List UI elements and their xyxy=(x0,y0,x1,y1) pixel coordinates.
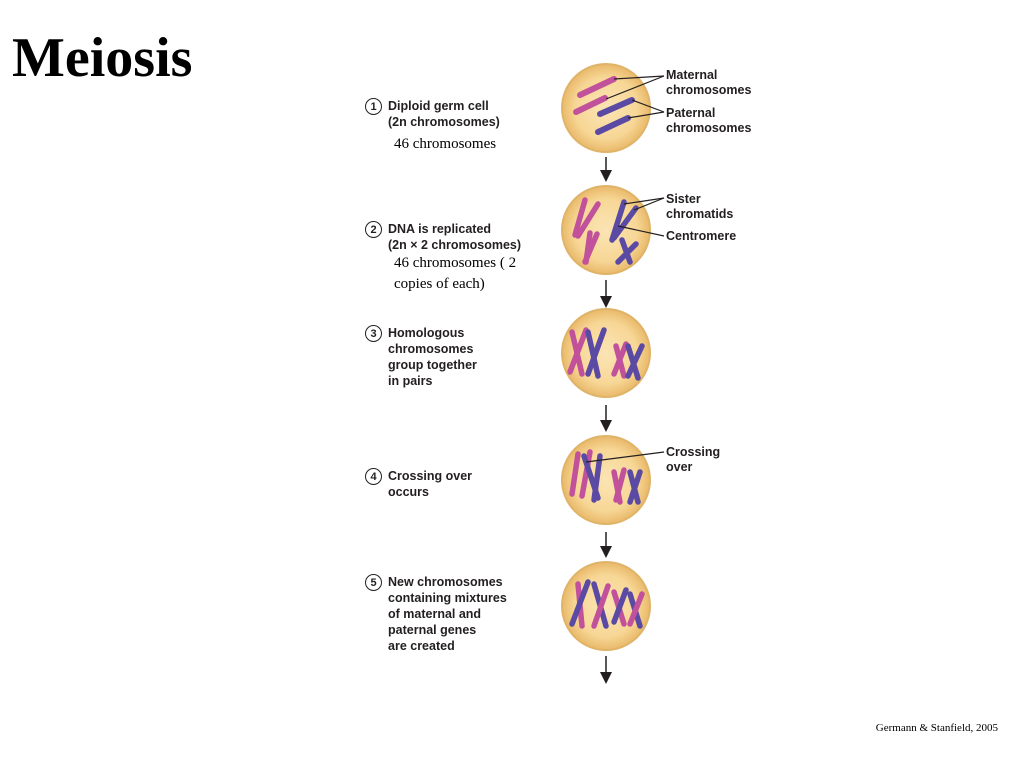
step-label: Diploid germ cell (2n chromosomes) xyxy=(388,98,500,130)
cell-1 xyxy=(561,63,665,153)
paternal-chromosome xyxy=(597,97,635,117)
step-line: New chromosomes xyxy=(388,575,503,589)
note-line: copies of each) xyxy=(394,276,485,292)
note-step-1: 46 chromosomes xyxy=(394,134,496,155)
step-label: Homologous chromosomes group together in… xyxy=(388,325,477,389)
cell-3 xyxy=(561,308,651,398)
callout-line: Sister xyxy=(666,192,701,206)
step-line: DNA is replicated xyxy=(388,222,492,236)
step-line: paternal genes xyxy=(388,623,477,637)
callout-paternal: Paternal chromosomes xyxy=(666,106,751,136)
step-line: Homologous xyxy=(388,326,465,340)
step-label: DNA is replicated (2n × 2 chromosomes) xyxy=(388,221,521,253)
step-line: in pairs xyxy=(388,374,433,388)
callout-crossing-over: Crossing over xyxy=(666,445,720,475)
step-1: 1 Diploid germ cell (2n chromosomes) xyxy=(365,98,500,130)
note-step-2: 46 chromosomes ( 2 copies of each) xyxy=(394,253,516,295)
callout-line: Paternal xyxy=(666,106,716,120)
step-number: 2 xyxy=(365,221,382,238)
step-4: 4 Crossing over occurs xyxy=(365,468,472,500)
credit: Germann & Stanfield, 2005 xyxy=(875,722,998,734)
step-number: 3 xyxy=(365,325,382,342)
cell-4 xyxy=(561,435,665,525)
step-line: group together xyxy=(388,358,477,372)
paternal-chromosome xyxy=(595,115,631,135)
callout-line: Maternal xyxy=(666,68,718,82)
callout-line: Crossing xyxy=(666,445,721,459)
step-number: 5 xyxy=(365,574,382,591)
note-line: 46 chromosomes xyxy=(394,136,497,152)
step-line: (2n × 2 chromosomes) xyxy=(388,238,522,252)
step-line: chromosomes xyxy=(388,342,474,356)
step-line: occurs xyxy=(388,485,429,499)
callout-line: Centromere xyxy=(666,229,737,243)
step-5: 5 New chromosomes containing mixtures of… xyxy=(365,574,507,654)
callout-centromere: Centromere xyxy=(666,229,736,244)
note-line: 46 chromosomes ( 2 xyxy=(394,255,517,271)
callout-line: chromatids xyxy=(666,207,734,221)
step-line: Diploid germ cell xyxy=(388,99,489,113)
step-line: are created xyxy=(388,639,455,653)
step-line: (2n chromosomes) xyxy=(388,115,500,129)
step-2: 2 DNA is replicated (2n × 2 chromosomes) xyxy=(365,221,521,253)
callout-sister-chromatids: Sister chromatids xyxy=(666,192,733,222)
slide-title: Meiosis xyxy=(12,27,193,89)
callout-maternal: Maternal chromosomes xyxy=(666,68,751,98)
step-line: Crossing over xyxy=(388,469,473,483)
cell-2 xyxy=(561,185,665,275)
step-line: containing mixtures xyxy=(388,591,507,605)
step-number: 4 xyxy=(365,468,382,485)
maternal-chromosome xyxy=(577,76,617,98)
step-label: Crossing over occurs xyxy=(388,468,472,500)
step-label: New chromosomes containing mixtures of m… xyxy=(388,574,507,654)
step-line: of maternal and xyxy=(388,607,482,621)
callout-line: over xyxy=(666,460,693,474)
callout-line: chromosomes xyxy=(666,121,752,135)
maternal-chromosome xyxy=(573,95,608,115)
callout-line: chromosomes xyxy=(666,83,752,97)
step-3: 3 Homologous chromosomes group together … xyxy=(365,325,477,389)
cell-5 xyxy=(561,561,651,651)
step-number: 1 xyxy=(365,98,382,115)
